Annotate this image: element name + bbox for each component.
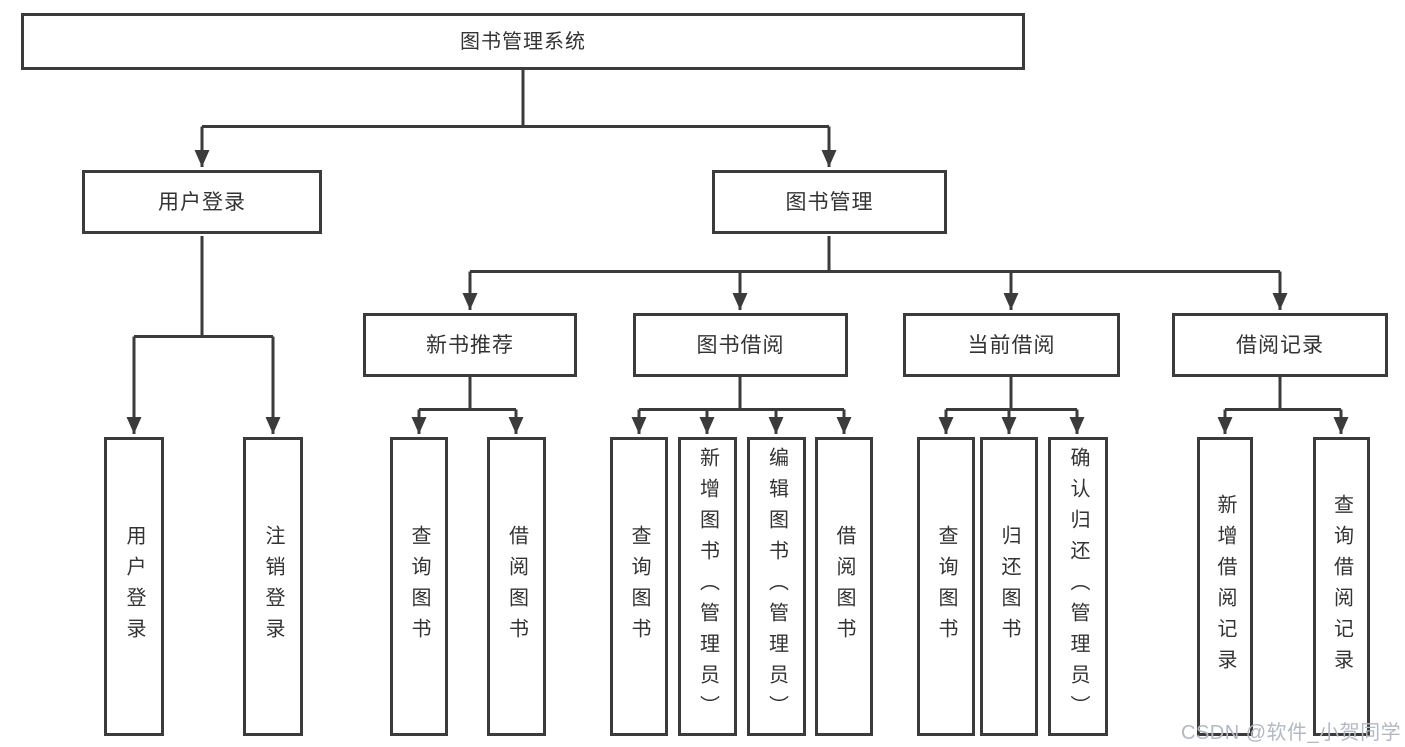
- leaf-logout: 注销登录: [243, 437, 303, 736]
- node-new-book-recommendation: 新书推荐: [363, 313, 577, 377]
- node-borrowing-records: 借阅记录: [1172, 313, 1388, 377]
- leaf-query-books-current: 查询图书: [917, 437, 975, 736]
- leaf-return-books: 归还图书: [980, 437, 1038, 736]
- leaf-query-borrow-record: 查询借阅记录: [1313, 437, 1370, 736]
- leaf-add-books-admin: 新增图书（管理员）: [678, 437, 737, 736]
- leaf-query-books-recommend: 查询图书: [390, 437, 448, 736]
- leaf-query-books-borrow: 查询图书: [610, 437, 668, 736]
- node-book-borrowing: 图书借阅: [633, 313, 848, 377]
- node-library-management-system: 图书管理系统: [21, 13, 1025, 70]
- csdn-watermark: CSDN @软件_小贺同学: [1181, 722, 1402, 744]
- node-user-login: 用户登录: [82, 170, 322, 234]
- leaf-borrow-books-recommend: 借阅图书: [487, 437, 546, 736]
- leaf-edit-books-admin: 编辑图书（管理员）: [747, 437, 806, 736]
- leaf-borrow-books: 借阅图书: [815, 437, 873, 736]
- leaf-confirm-return-admin: 确认归还（管理员）: [1048, 437, 1108, 736]
- node-current-borrowing: 当前借阅: [903, 313, 1120, 377]
- node-book-management: 图书管理: [712, 170, 947, 234]
- leaf-user-login: 用户登录: [104, 437, 164, 736]
- leaf-add-borrow-record: 新增借阅记录: [1197, 437, 1253, 736]
